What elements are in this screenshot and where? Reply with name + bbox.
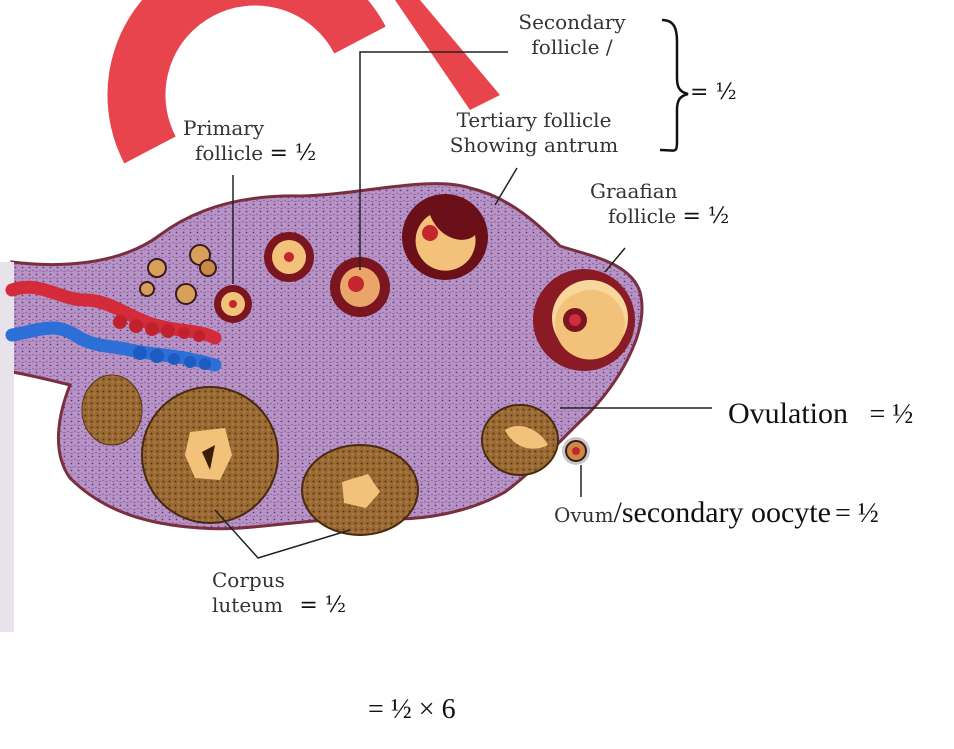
ovum-mark: = ½ (835, 498, 879, 529)
corpus-label: Corpus luteum = ½ (212, 568, 346, 618)
corpus-luteum-medium (302, 445, 418, 535)
corpus-label-line2: luteum (212, 593, 283, 617)
graafian-label-line1: Graafian (590, 179, 729, 204)
ovum (562, 437, 590, 465)
primary-label-line1: Primary (183, 116, 316, 141)
corpus-label-line1: Corpus (212, 568, 346, 593)
corpus-mark: = ½ (299, 593, 346, 618)
primary-follicle (214, 285, 252, 323)
ovulation-label: Ovulation = ½ (728, 397, 913, 432)
total-marks: = ½ × 6 (368, 694, 456, 726)
tertiary-label: Tertiary follicle Showing antrum (430, 108, 638, 158)
tertiary-follicle (402, 194, 488, 280)
corpus-luteum-large (142, 387, 278, 523)
ovum-text: Ovum (554, 503, 614, 527)
ovulation-text: Ovulation (728, 397, 848, 430)
corpus-body-small (82, 375, 142, 445)
ovulation-mark: = ½ (870, 399, 914, 430)
graafian-label-line2: follicle (608, 204, 676, 228)
secondary-follicle-a (264, 232, 314, 282)
ruptured-follicle (482, 405, 558, 475)
secondary-label: Secondary follicle / (513, 10, 631, 60)
ovum-label: Ovum/secondary oocyte = ½ (554, 496, 879, 530)
graafian-follicle (533, 269, 635, 371)
primary-mark: = ½ (269, 141, 316, 166)
right-brace (660, 20, 688, 151)
graafian-mark: = ½ (682, 204, 729, 229)
secondary-label-line2: follicle / (513, 35, 631, 60)
bracket-mark: = ½ (690, 80, 737, 105)
tertiary-label-line2: Showing antrum (430, 133, 638, 158)
primary-label-line2: follicle (195, 141, 263, 165)
graafian-label: Graafian follicle = ½ (590, 179, 729, 229)
secondary-label-line1: Secondary (513, 10, 631, 35)
tissue-edge (0, 262, 14, 632)
primary-label: Primary follicle = ½ (183, 116, 316, 166)
tertiary-label-line1: Tertiary follicle (430, 108, 638, 133)
secondary-oocyte-text: /secondary oocyte (614, 496, 831, 529)
